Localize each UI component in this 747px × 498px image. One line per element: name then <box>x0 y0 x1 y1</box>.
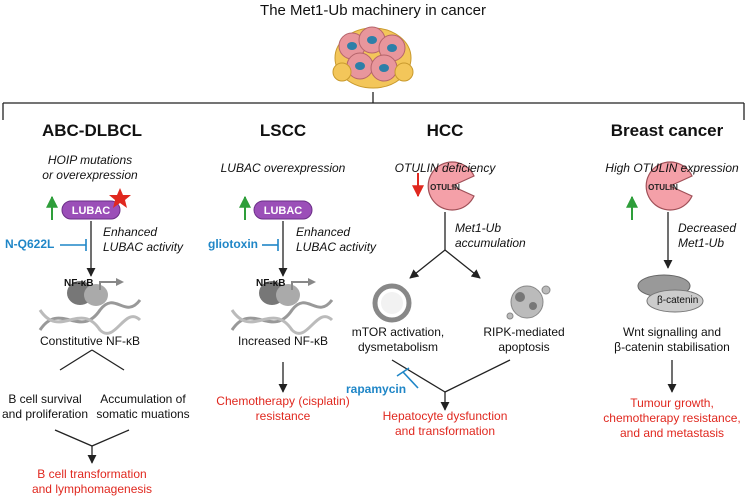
result-1b: and lymphomagenesis <box>31 482 153 496</box>
branch-3-right-b: apoptosis <box>498 340 550 354</box>
apoptotic-cell-icon <box>506 285 551 320</box>
heading-breast-cancer: Breast cancer <box>610 121 724 140</box>
branch-3-left-b: dysmetabolism <box>357 340 439 354</box>
effect-4b: Met1-Ub <box>678 236 725 250</box>
effect-1b: LUBAC activity <box>103 240 184 254</box>
outcome-4a: Wnt signalling and <box>622 325 722 339</box>
beta-catenin-label: β-catenin <box>657 295 699 306</box>
inhibitor-gliotoxin: gliotoxin <box>208 237 258 251</box>
branch-1-left-b: and proliferation <box>1 407 89 421</box>
svg-text:OTULIN: OTULIN <box>648 183 678 192</box>
branch-3-right-a: RIPK-mediated <box>483 325 565 339</box>
effect-3a: Met1-Ub <box>455 221 502 235</box>
condition-2: LUBAC overexpression <box>220 161 346 175</box>
condition-4: High OTULIN expression <box>605 161 739 175</box>
effect-1a: Enhanced <box>103 225 158 239</box>
mutation-star-icon <box>109 188 131 208</box>
effect-4a: Decreased <box>678 221 737 235</box>
result-1a: B cell transformation <box>37 467 147 481</box>
tumor-cells-icon <box>332 26 414 89</box>
heading-hcc: HCC <box>426 121 464 140</box>
result-4c: and and metastasis <box>619 426 725 440</box>
branch-1-right-b: somatic muations <box>96 407 190 421</box>
nfkb-dna-icon-1 <box>38 278 142 335</box>
branch-1-left-a: B cell survival <box>8 392 82 406</box>
result-4b: chemotherapy resistance, <box>603 411 741 425</box>
figure-title: The Met1-Ub machinery in cancer <box>260 2 486 19</box>
branch-1-right-a: Accumulation of <box>100 392 186 406</box>
inhibitor-rapamycin: rapamycin <box>346 382 407 396</box>
lubac-label-1: LUBAC <box>72 205 111 217</box>
nfkb-label-2: NF-κB <box>256 278 286 289</box>
inhibitor-n-q622l: N-Q622L <box>5 237 55 251</box>
heading-abc-dlbcl: ABC-DLBCL <box>41 121 143 140</box>
result-2a: Chemotherapy (cisplatin) <box>216 394 350 408</box>
result-4a: Tumour growth, <box>630 396 714 410</box>
nfkb-label-1: NF-κB <box>64 278 94 289</box>
outcome-2: Increased NF-κB <box>237 334 329 348</box>
svg-text:OTULIN: OTULIN <box>430 183 460 192</box>
result-3b: and transformation <box>394 424 496 438</box>
effect-3b: accumulation <box>455 236 526 250</box>
condition-3: OTULIN deficiency <box>394 161 496 175</box>
beta-catenin-icon <box>637 274 704 313</box>
outcome-1: Constitutive NF-κB <box>39 334 141 348</box>
outcome-4b: β-catenin stabilisation <box>614 340 730 354</box>
result-2b: resistance <box>255 409 311 423</box>
effect-2b: LUBAC activity <box>296 240 377 254</box>
otulin-pacman-icon-1: OTULIN <box>427 161 475 211</box>
nfkb-dna-icon-2 <box>230 278 334 335</box>
mtor-cycle-icon <box>372 283 412 323</box>
effect-2a: Enhanced <box>296 225 351 239</box>
lubac-label-2: LUBAC <box>264 205 303 217</box>
branch-3-left-a: mTOR activation, <box>351 325 445 339</box>
result-3a: Hepatocyte dysfunction <box>382 409 508 423</box>
condition-1b: or overexpression <box>42 168 138 182</box>
condition-1a: HOIP mutations <box>47 153 133 167</box>
otulin-pacman-icon-2: OTULIN <box>645 161 693 211</box>
heading-lscc: LSCC <box>259 121 307 140</box>
